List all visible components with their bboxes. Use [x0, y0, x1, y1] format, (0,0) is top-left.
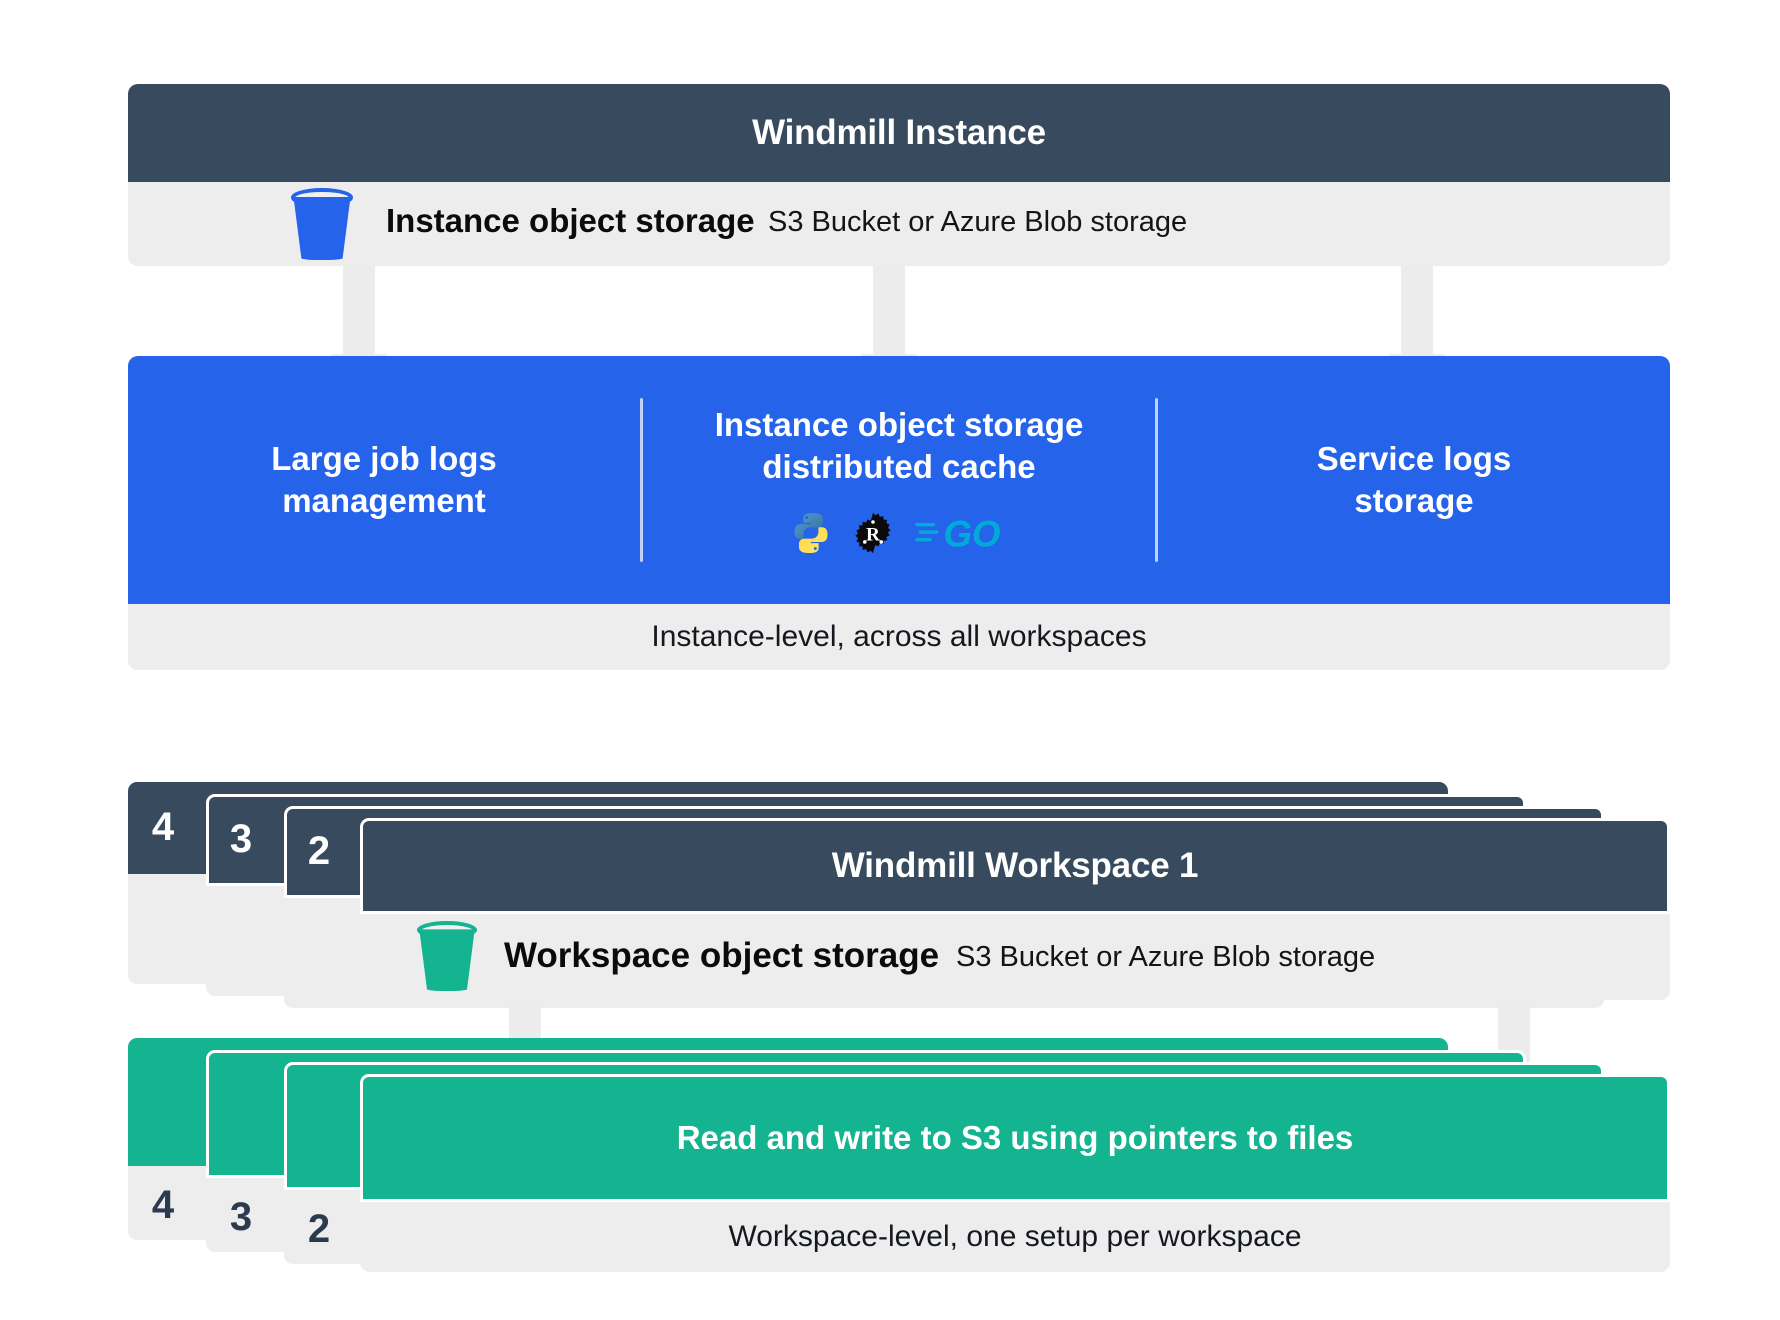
- workspace-storage-sublabel: S3 Bucket or Azure Blob storage: [956, 941, 1376, 973]
- instance-footer: Instance-level, across all workspaces: [128, 604, 1670, 670]
- feature-service-logs: Service logs storage: [1158, 356, 1670, 604]
- svg-text:GO: GO: [944, 513, 1001, 553]
- workspace-stack-number-3: 3: [229, 816, 253, 861]
- feature-large-job-logs-line1: Large job logs: [271, 440, 497, 478]
- green-stack-number-3: 3: [229, 1194, 253, 1239]
- feature-large-job-logs: Large job logs management: [128, 356, 640, 604]
- workspace-title: Windmill Workspace 1: [831, 846, 1199, 885]
- green-read-write-band: Read and write to S3 using pointers to f…: [360, 1074, 1670, 1202]
- feature-service-logs-line1: Service logs: [1316, 440, 1512, 478]
- bucket-icon: [414, 921, 480, 991]
- instance-header: Windmill Instance: [128, 84, 1670, 182]
- green-read-write-title: Read and write to S3 using pointers to f…: [676, 1119, 1354, 1156]
- workspace-storage-label: Workspace object storage: [504, 936, 940, 975]
- green-stack-number-4: 4: [151, 1182, 175, 1227]
- svg-text:R: R: [866, 524, 881, 545]
- workspace-footer: Workspace-level, one setup per workspace: [360, 1202, 1670, 1272]
- python-icon: [789, 511, 833, 555]
- instance-footer-text: Instance-level, across all workspaces: [651, 620, 1147, 653]
- feature-distributed-cache: Instance object storage distributed cach…: [643, 356, 1155, 604]
- workspace-footer-text: Workspace-level, one setup per workspace: [728, 1220, 1302, 1253]
- language-icons: R GO: [789, 510, 1009, 556]
- instance-features-panel: Large job logs management Instance objec…: [128, 356, 1670, 604]
- feature-distributed-cache-line2: distributed cache: [762, 448, 1036, 485]
- panel-divider-2: [1155, 398, 1158, 562]
- instance-storage-bar: Instance object storage S3 Bucket or Azu…: [128, 182, 1670, 266]
- instance-title: Windmill Instance: [752, 113, 1046, 152]
- green-stack-number-2: 2: [307, 1206, 331, 1251]
- instance-storage-sublabel: S3 Bucket or Azure Blob storage: [768, 206, 1188, 238]
- workspace-storage-bar: Workspace object storage S3 Bucket or Az…: [360, 914, 1670, 1000]
- workspace-header: Windmill Workspace 1: [360, 818, 1670, 914]
- feature-service-logs-line2: storage: [1354, 482, 1474, 519]
- bucket-icon: [288, 188, 356, 260]
- instance-storage-label: Instance object storage: [386, 202, 755, 239]
- workspace-stack-number-4: 4: [151, 804, 175, 849]
- panel-divider-1: [640, 398, 643, 562]
- go-icon: GO: [913, 511, 1009, 555]
- feature-large-job-logs-line2: management: [282, 482, 486, 519]
- workspace-stack-number-2: 2: [307, 828, 331, 873]
- feature-distributed-cache-line1: Instance object storage: [714, 406, 1084, 444]
- rust-icon: R: [851, 511, 895, 555]
